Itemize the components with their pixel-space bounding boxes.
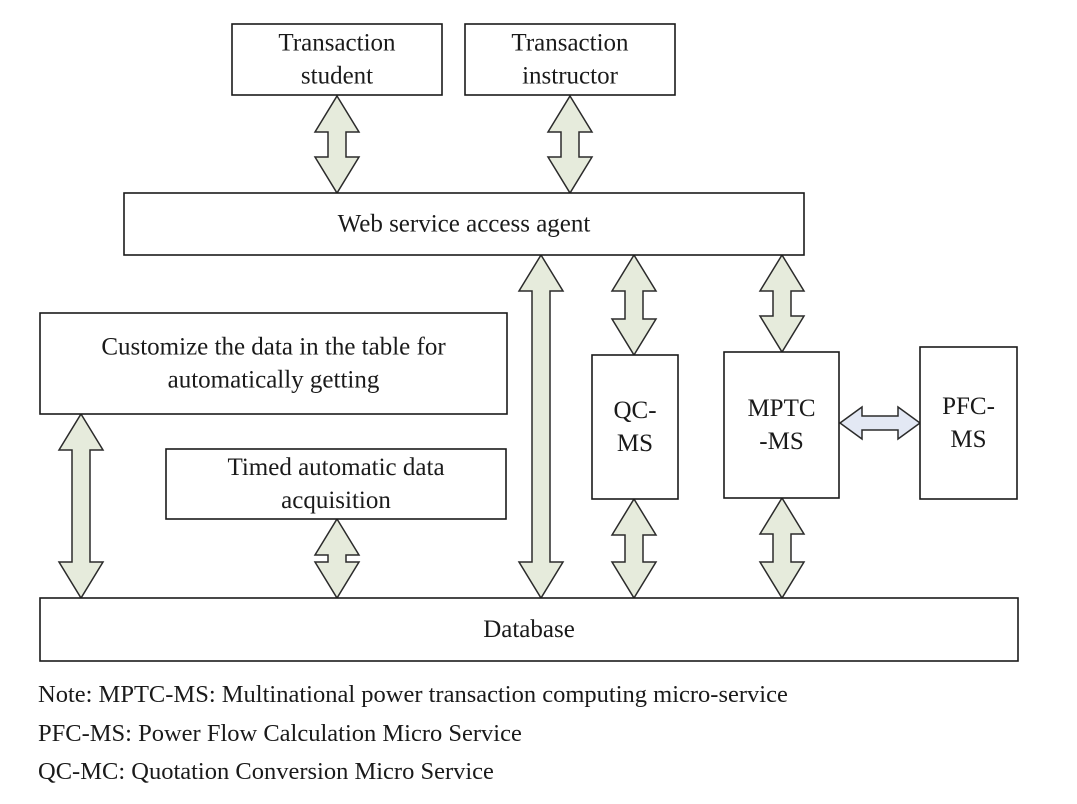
notes-section: Note: MPTC-MS: Multinational power trans… xyxy=(38,676,788,792)
web-mptcms-arrow xyxy=(758,253,806,354)
mptcms-database-arrow xyxy=(758,496,806,600)
transaction-instructor-label-line-1: Transaction xyxy=(511,30,629,57)
transaction-student-label-line-1: Transaction xyxy=(278,30,396,57)
note-mptc-ms: Note: MPTC-MS: Multinational power trans… xyxy=(38,681,788,708)
mptc-ms-label-line-2: -MS xyxy=(759,428,803,455)
mptc-ms-box: MPTC -MS xyxy=(723,351,840,499)
pfc-ms-label-line-1: PFC- xyxy=(942,393,995,420)
transaction-instructor-label-line-2: instructor xyxy=(522,63,618,90)
transaction-instructor-box: Transaction instructor xyxy=(464,23,676,96)
qc-ms-label-line-1: QC- xyxy=(613,397,656,424)
timed-database-arrow xyxy=(313,517,361,600)
web-database-arrow xyxy=(517,253,565,600)
mptcms-pfcms-arrow xyxy=(838,405,922,441)
pfc-ms-box: PFC- MS xyxy=(919,346,1018,500)
note-qc-mc: QC-MC: Quotation Conversion Micro Servic… xyxy=(38,758,494,785)
timed-acquisition-label-line-2: acquisition xyxy=(281,487,391,514)
qcms-database-arrow xyxy=(610,497,658,600)
database-label-line-1: Database xyxy=(483,616,575,643)
customize-data-label-line-1: Customize the data in the table for xyxy=(101,334,446,361)
customize-data-box: Customize the data in the table for autom… xyxy=(39,312,508,415)
architecture-diagram: Transaction student Transaction instructorW… xyxy=(39,23,1019,662)
pfc-ms-label-line-2: MS xyxy=(950,426,986,453)
customize-database-arrow xyxy=(57,412,105,600)
web-service-access-agent-label-line-1: Web service access agent xyxy=(338,211,591,238)
qc-ms-box: QC- MS xyxy=(591,354,679,500)
transaction-student-box: Transaction student xyxy=(231,23,443,96)
customize-data-label-line-2: automatically getting xyxy=(168,367,380,394)
mptc-ms-label-line-1: MPTC xyxy=(747,395,815,422)
web-service-access-agent-box: Web service access agent xyxy=(123,192,805,256)
transaction-student-label-line-2: student xyxy=(301,63,373,90)
database-box: Database xyxy=(39,597,1019,662)
web-qcms-arrow xyxy=(610,253,658,357)
student-web-arrow xyxy=(313,94,361,195)
timed-acquisition-label-line-1: Timed automatic data xyxy=(227,454,444,481)
timed-acquisition-box: Timed automatic data acquisition xyxy=(165,448,507,520)
instructor-web-arrow xyxy=(546,94,594,195)
qc-ms-label-line-2: MS xyxy=(617,430,653,457)
note-pfc-ms: PFC-MS: Power Flow Calculation Micro Ser… xyxy=(38,719,522,747)
